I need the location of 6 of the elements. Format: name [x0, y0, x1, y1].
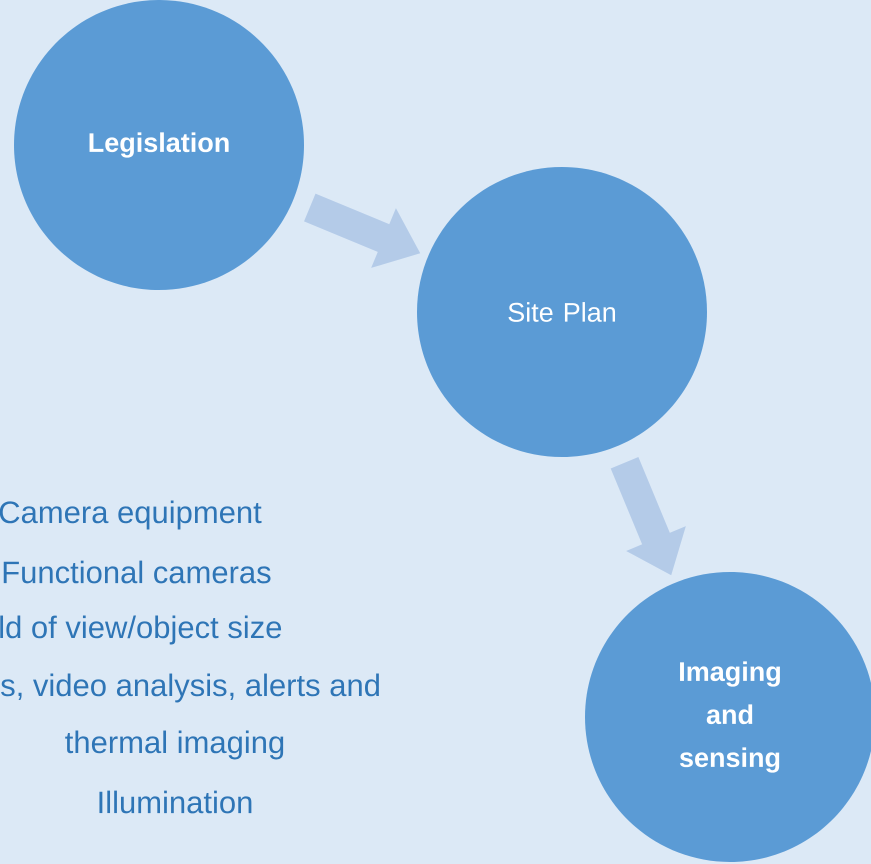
- list-text: Illumination: [99, 790, 252, 814]
- list-text: Functional cameras: [4, 560, 271, 584]
- list-text: Camera equipment: [0, 500, 262, 530]
- list-text: s, video analysis, alerts and: [1, 674, 379, 702]
- list-text: thermal imaging: [65, 730, 284, 760]
- list-text: ld of view/object size: [0, 616, 282, 644]
